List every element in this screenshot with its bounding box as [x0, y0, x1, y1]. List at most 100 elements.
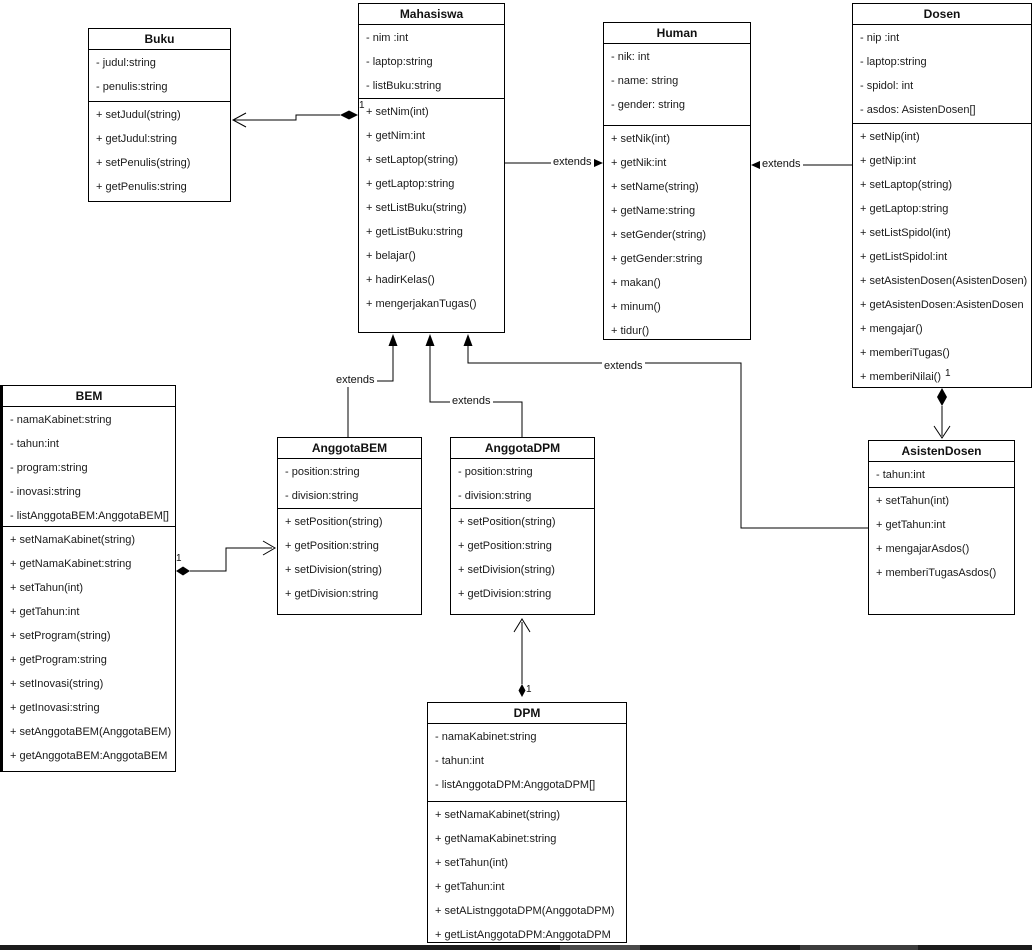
class-buku[interactable]: Buku - judul:string- penulis:string + se… [88, 28, 231, 202]
class-member: + getListAnggotaDPM:AnggotaDPM [435, 929, 611, 941]
class-member: + getPenulis:string [96, 181, 187, 193]
class-member: - namaKabinet:string [10, 414, 112, 426]
class-member: - nim :int [366, 32, 409, 44]
edge-asistendosen-mahasiswa[interactable] [463, 334, 869, 529]
taskbar-segment [560, 945, 640, 950]
extends-label-mahasiswa-human: extends [551, 156, 594, 169]
class-member: + getNamaKabinet:string [10, 558, 132, 570]
class-anggotadpm[interactable]: AnggotaDPM - position:string- division:s… [450, 437, 595, 615]
methods-section: + setNip(int)+ getNip:int+ setLaptop(str… [853, 124, 1031, 387]
class-member: + setName(string) [611, 181, 699, 193]
class-dosen[interactable]: Dosen - nip :int - laptop:string - spidol:… [852, 3, 1032, 388]
methods-section: + setNamaKabinet(string)+ getNamaKabinet… [428, 802, 626, 942]
class-member: + setTahun(int) [10, 582, 84, 594]
methods-section: + setNim(int)+ getNim:int+ setLaptop(str… [359, 99, 504, 332]
class-member: + setNik(int) [611, 133, 670, 145]
edge-dpm-anggotadpm[interactable] [513, 618, 531, 697]
class-title: AnggotaBEM [278, 438, 421, 459]
class-member: + getNamaKabinet:string [435, 833, 557, 845]
class-member: - gender: string [611, 99, 685, 111]
attributes-section: - judul:string- penulis:string [89, 50, 230, 102]
class-member: - listAnggotaBEM:AnggotaBEM[] [10, 510, 169, 522]
attributes-section: - namaKabinet:string - tahun:int - program… [3, 407, 175, 527]
class-member: - penulis:string [96, 81, 168, 93]
attributes-section: - nim :int- laptop:string- listBuku:stri… [359, 25, 504, 99]
class-title: AnggotaDPM [451, 438, 594, 459]
class-member: - tahun:int [435, 755, 484, 767]
class-member: - namaKabinet:string [435, 731, 537, 743]
attributes-section: - namaKabinet:string - tahun:int - listAng… [428, 724, 626, 802]
class-member: + getTahun:int [10, 606, 80, 618]
class-dpm[interactable]: DPM - namaKabinet:string - tahun:int - lis… [427, 702, 627, 943]
class-member: - tahun:int [10, 438, 59, 450]
class-member: + setPosition(string) [285, 516, 383, 528]
class-member: + setJudul(string) [96, 109, 181, 121]
class-title: Mahasiswa [359, 4, 504, 25]
class-member: + minum() [611, 301, 661, 313]
class-member: + getDivision:string [458, 588, 552, 600]
class-title: AsistenDosen [869, 441, 1014, 462]
class-member: + getLaptop:string [860, 203, 949, 215]
class-member: + getNim:int [366, 130, 425, 142]
class-member: + setPenulis(string) [96, 157, 191, 169]
class-member: + mengajar() [860, 323, 923, 335]
class-member: + getTahun:int [876, 519, 946, 531]
class-member: + setNip(int) [860, 131, 920, 143]
class-member: + setLaptop(string) [860, 179, 953, 191]
multiplicity-dpm-anggotadpm: 1 [526, 684, 532, 695]
class-member: - name: string [611, 75, 679, 87]
edge-mahasiswa-buku[interactable] [231, 110, 358, 128]
class-member: + getDivision:string [285, 588, 379, 600]
class-member: + getPosition:string [458, 540, 552, 552]
class-member: + mengajarAsdos() [876, 543, 970, 555]
class-member: + setAListnggotaDPM(AnggotaDPM) [435, 905, 615, 917]
edge-dosen-asistendosen[interactable] [933, 388, 951, 439]
class-member: - position:string [458, 466, 533, 478]
class-member: + getGender:string [611, 253, 703, 265]
class-member: + getInovasi:string [10, 702, 100, 714]
class-member: - laptop:string [860, 56, 927, 68]
class-member: + getTahun:int [435, 881, 505, 893]
multiplicity-bem-anggotabem: 1 [176, 553, 182, 564]
class-member: + setNamaKabinet(string) [10, 534, 136, 546]
class-title: Dosen [853, 4, 1031, 25]
extends-label-anggotadpm: extends [450, 395, 493, 408]
class-member: + memberiNilai() [860, 371, 941, 383]
class-anggotabem[interactable]: AnggotaBEM - position:string- division:s… [277, 437, 422, 615]
class-member: + getNik:int [611, 157, 667, 169]
class-member: + makan() [611, 277, 661, 289]
class-member: - position:string [285, 466, 360, 478]
class-member: + getAsistenDosen:AsistenDosen [860, 299, 1024, 311]
edge-bem-anggotabem[interactable] [176, 540, 276, 576]
class-member: + setNim(int) [366, 106, 429, 118]
class-member: - listAnggotaDPM:AnggotaDPM[] [435, 779, 596, 791]
class-member: + setTahun(int) [876, 495, 950, 507]
class-member: + setInovasi(string) [10, 678, 104, 690]
class-human[interactable]: Human - nik: int- name: string- gender: … [603, 22, 751, 340]
edge-anggotadpm-mahasiswa[interactable] [425, 334, 523, 437]
class-member: + setProgram(string) [10, 630, 111, 642]
class-member: + setGender(string) [611, 229, 707, 241]
class-member: + getPosition:string [285, 540, 379, 552]
class-title: Buku [89, 29, 230, 50]
taskbar-segment [800, 945, 918, 950]
class-member: + belajar() [366, 250, 416, 262]
class-bem[interactable]: BEM - namaKabinet:string- tahun:int- pro… [0, 385, 176, 772]
attributes-section: - nip :int- laptop:string- spidol: int- … [853, 25, 1031, 124]
class-mahasiswa[interactable]: Mahasiswa - nim :int- laptop:string- lis… [358, 3, 505, 333]
class-member: - nik: int [611, 51, 650, 63]
class-member: - listBuku:string [366, 80, 442, 92]
class-asistendosen[interactable]: AsistenDosen - tahun:int + setTahun(int)… [868, 440, 1015, 615]
class-member: + memberiTugasAsdos() [876, 567, 997, 579]
class-member: - spidol: int [860, 80, 914, 92]
class-member: - nip :int [860, 32, 900, 44]
methods-section: + setTahun(int) + getTahun:int + mengajarA… [869, 488, 1014, 614]
class-title: DPM [428, 703, 626, 724]
extends-label-dosen-human: extends [760, 158, 803, 171]
methods-section: + setNamaKabinet(string) + getNamaKabinet… [3, 527, 175, 771]
attributes-section: - tahun:int [869, 462, 1014, 488]
class-member: + getAnggotaBEM:AnggotaBEM [10, 750, 168, 762]
class-member: - program:string [10, 462, 88, 474]
class-member: + setAnggotaBEM(AnggotaBEM) [10, 726, 172, 738]
methods-section: + setNik(int) + getNik:int + setName(strin… [604, 126, 750, 339]
